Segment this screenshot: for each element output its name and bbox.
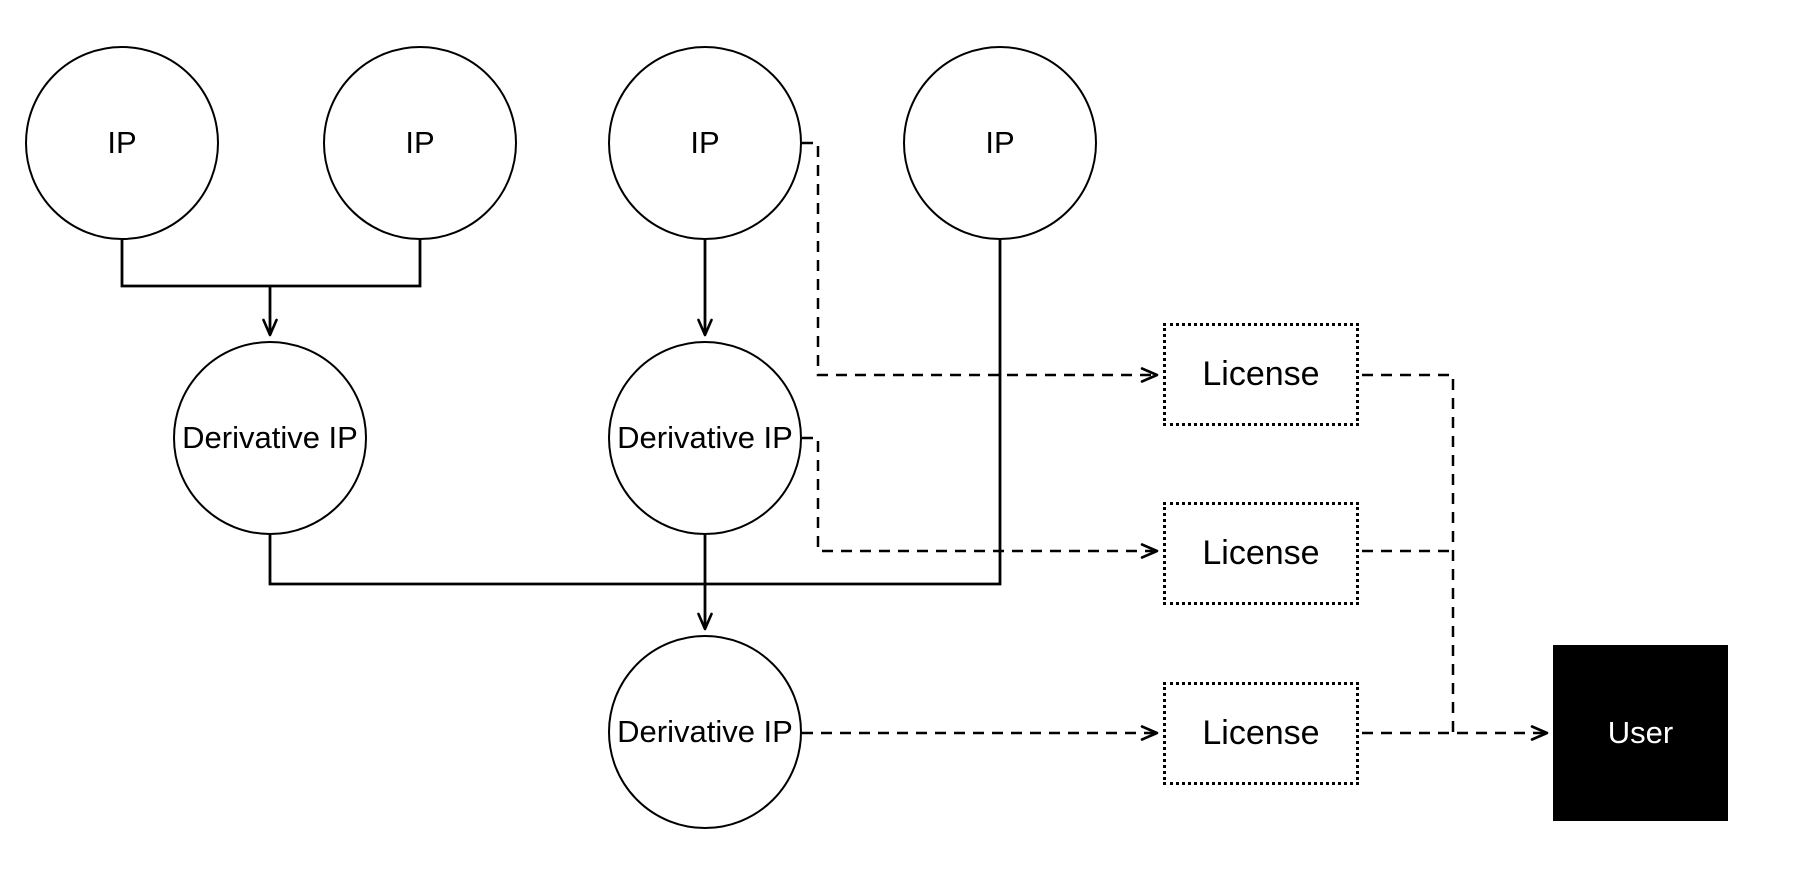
ip-circle-2: IP [323, 46, 517, 240]
edge-derivative2-to-license2-dashed [802, 436, 1159, 559]
derivative-ip-circle-1: Derivative IP [173, 341, 367, 535]
node-label: Derivative IP [617, 420, 793, 455]
node-label: IP [405, 125, 435, 160]
edge-license1-join-dashed [1362, 373, 1455, 733]
node-label: License [1202, 714, 1320, 752]
license-box-3: License [1163, 682, 1359, 785]
node-label: Derivative IP [182, 420, 358, 455]
node-label: IP [985, 125, 1015, 160]
derivative-ip-circle-2: Derivative IP [608, 341, 802, 535]
edge-derivative1-ip4-merge [268, 240, 1002, 586]
ip-circle-1: IP [25, 46, 219, 240]
license-box-1: License [1163, 323, 1359, 426]
node-label: IP [690, 125, 720, 160]
license-box-2: License [1163, 502, 1359, 605]
node-label: IP [107, 125, 137, 160]
edge-ip1-ip2-merge [120, 240, 422, 288]
node-label: License [1202, 355, 1320, 393]
ip-circle-3: IP [608, 46, 802, 240]
node-label: License [1202, 534, 1320, 572]
node-label: User [1607, 715, 1674, 750]
ip-circle-4: IP [903, 46, 1097, 240]
derivative-ip-circle-3: Derivative IP [608, 635, 802, 829]
user-box: User [1553, 645, 1728, 821]
edge-ip3-to-license1-dashed [802, 141, 1159, 383]
node-label: Derivative IP [617, 714, 793, 749]
